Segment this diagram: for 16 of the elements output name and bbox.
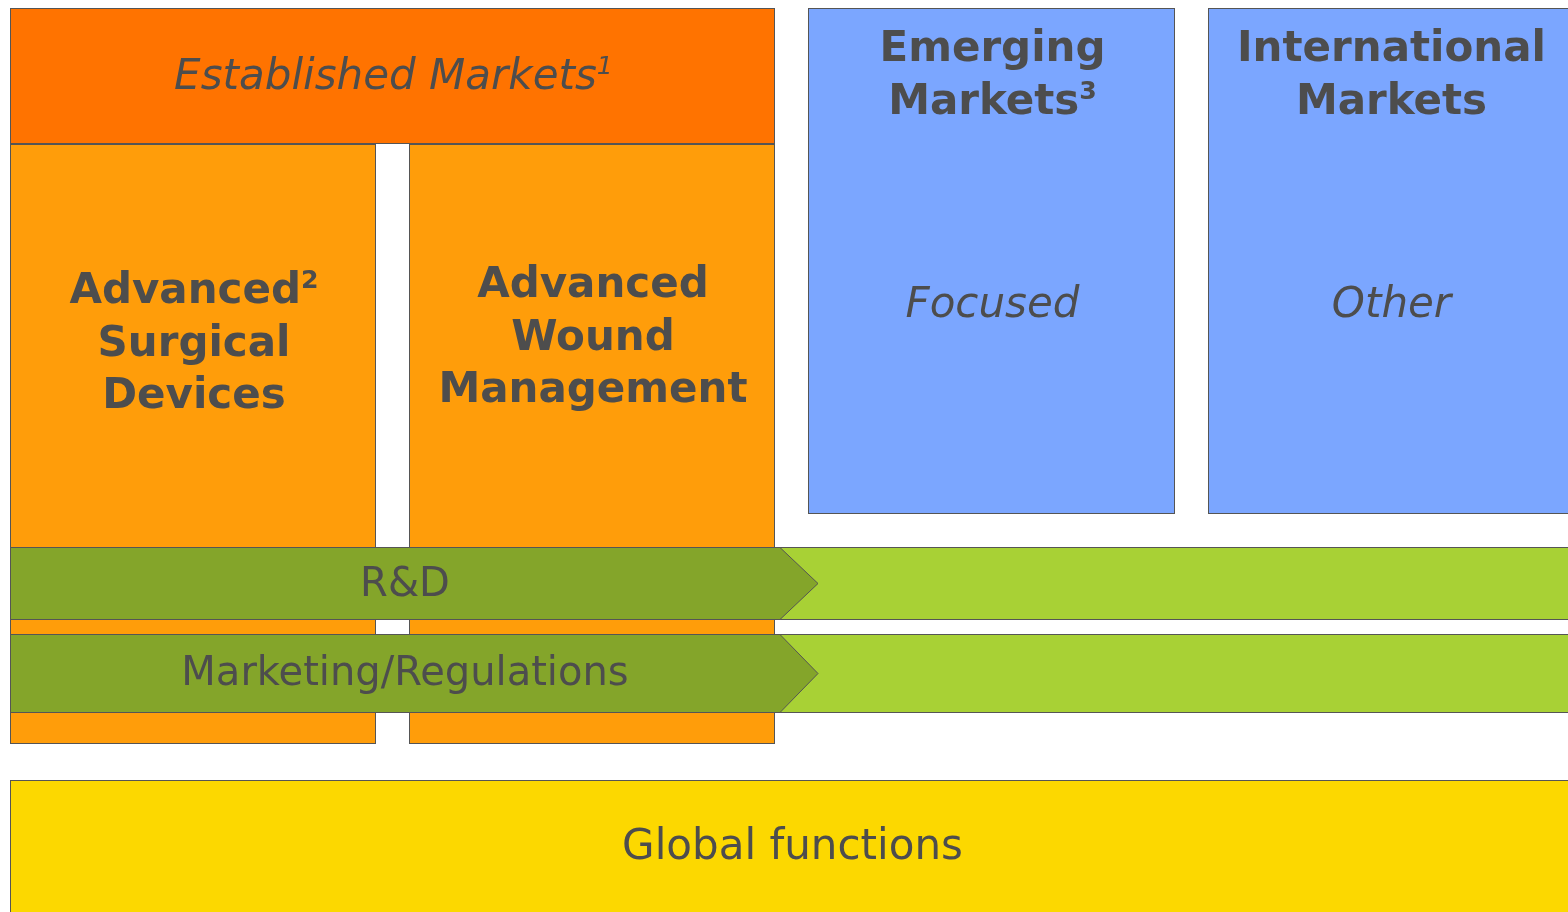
node-label: R&D xyxy=(359,558,451,607)
function-bar xyxy=(10,780,1568,912)
node-label: Established Markets$^{1}$ xyxy=(173,49,614,101)
function-band xyxy=(10,634,1568,713)
node-label: Focused xyxy=(904,277,1081,329)
region-title: Emerging Markets$^{3}$ xyxy=(878,21,1107,126)
node-label: Other xyxy=(1330,277,1454,329)
region-header xyxy=(10,8,775,144)
node-label: Advanced Wound Management xyxy=(437,257,749,414)
function-band xyxy=(10,547,1568,620)
node-label: Global functions xyxy=(621,819,964,871)
region-column xyxy=(1208,8,1568,514)
node-label: Advanced$^{2}$ Surgical Devices xyxy=(68,263,320,420)
region-column xyxy=(808,8,1175,514)
region-title: International Markets xyxy=(1236,21,1547,126)
node-label: Marketing/Regulations xyxy=(180,647,630,696)
